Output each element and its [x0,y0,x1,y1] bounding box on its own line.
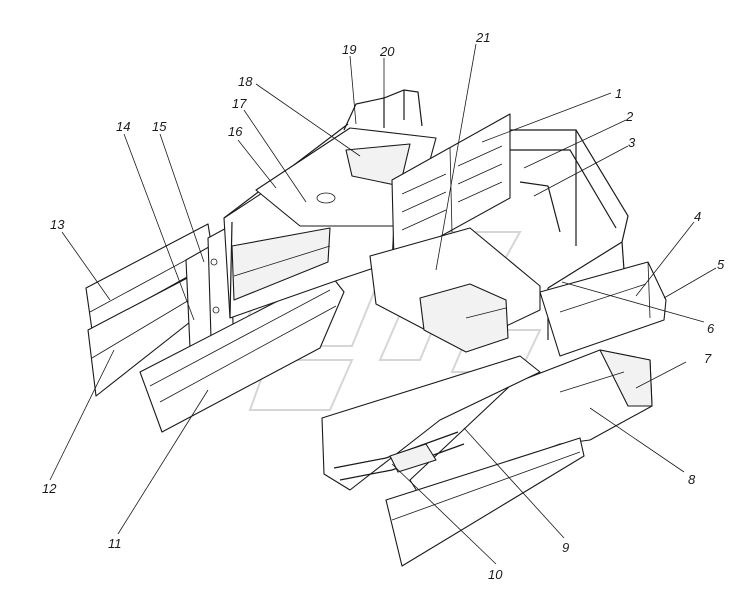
part-11-lower-side-panel [139,273,345,433]
callout-11: 11 [108,536,122,551]
callout-13: 13 [50,217,65,232]
part-20-rail-bracket [343,89,423,131]
leader-lines [49,43,717,565]
callout-1: 1 [615,86,622,101]
callout-7: 7 [704,351,712,366]
callout-18: 18 [238,74,253,89]
callout-16: 16 [228,124,243,139]
callout-4: 4 [694,209,701,224]
part-21-floor-tray [369,227,541,353]
callout-5: 5 [717,257,725,272]
part-8-right-lower-compartment [409,349,653,497]
callout-21: 21 [475,30,490,45]
callout-15: 15 [152,119,167,134]
callout-20: 20 [379,44,395,59]
part-1-tailgate-panel [391,113,511,263]
callout-8: 8 [688,472,696,487]
callout-10: 10 [488,567,503,582]
part-2-cargo-rail-frame [510,129,629,340]
part-10-lower-frame [321,355,541,491]
callout-17: 17 [232,96,247,111]
part-10-bottom-skirt [385,437,585,567]
callout-6: 6 [707,321,715,336]
callout-14: 14 [116,119,130,134]
callout-3: 3 [628,135,636,150]
callout-labels: 1 2 3 4 5 6 7 8 9 10 11 12 13 14 15 16 1… [42,30,725,582]
part-4-right-side-board [539,261,667,357]
part-17-roof-panel [255,127,437,227]
callout-12: 12 [42,481,57,496]
callout-2: 2 [625,109,634,124]
callout-9: 9 [562,540,569,555]
callout-19: 19 [342,42,356,57]
